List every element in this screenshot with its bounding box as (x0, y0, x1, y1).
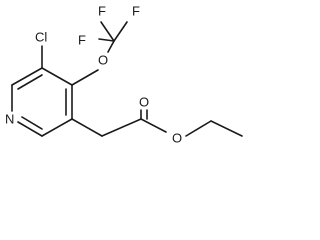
bond-c6-c5-inner (17, 74, 43, 90)
structure-canvas: Cl O F F F O O N (5, 4, 243, 146)
bond-c-f1 (100, 21, 115, 42)
atom-label-ether-oxygen: O (98, 53, 108, 68)
atom-label-fluorine-1: F (98, 4, 106, 19)
bond-c2-n-inner (21, 116, 43, 130)
bond-c6-c5 (11, 67, 43, 86)
atom-label-carbonyl-oxygen: O (139, 95, 149, 110)
bond-o-ch2 (185, 120, 212, 137)
bond-carbonyl-o-ester (140, 118, 167, 133)
atom-label-fluorine-3: F (78, 33, 86, 48)
pyridine-ring (11, 67, 73, 137)
bond-c-f2 (113, 21, 128, 42)
bond-c5-c4 (41, 67, 73, 86)
bond-c3-c2 (41, 118, 73, 137)
bond-c-f3 (98, 38, 115, 42)
atom-label-ester-oxygen: O (172, 131, 182, 146)
bond-c4-o (71, 69, 99, 86)
bond-c3-ch2 (71, 118, 103, 137)
bond-o-cf3 (107, 40, 115, 53)
atom-label-chlorine: Cl (35, 30, 47, 45)
bond-c2-n (17, 121, 43, 137)
atom-label-nitrogen: N (5, 112, 14, 127)
chemical-structure-diagram: Cl O F F F O O N (5, 4, 243, 146)
atom-label-fluorine-2: F (132, 4, 140, 19)
bond-ch2-carbonyl (101, 118, 142, 137)
bond-ch2-ch3 (210, 120, 243, 137)
